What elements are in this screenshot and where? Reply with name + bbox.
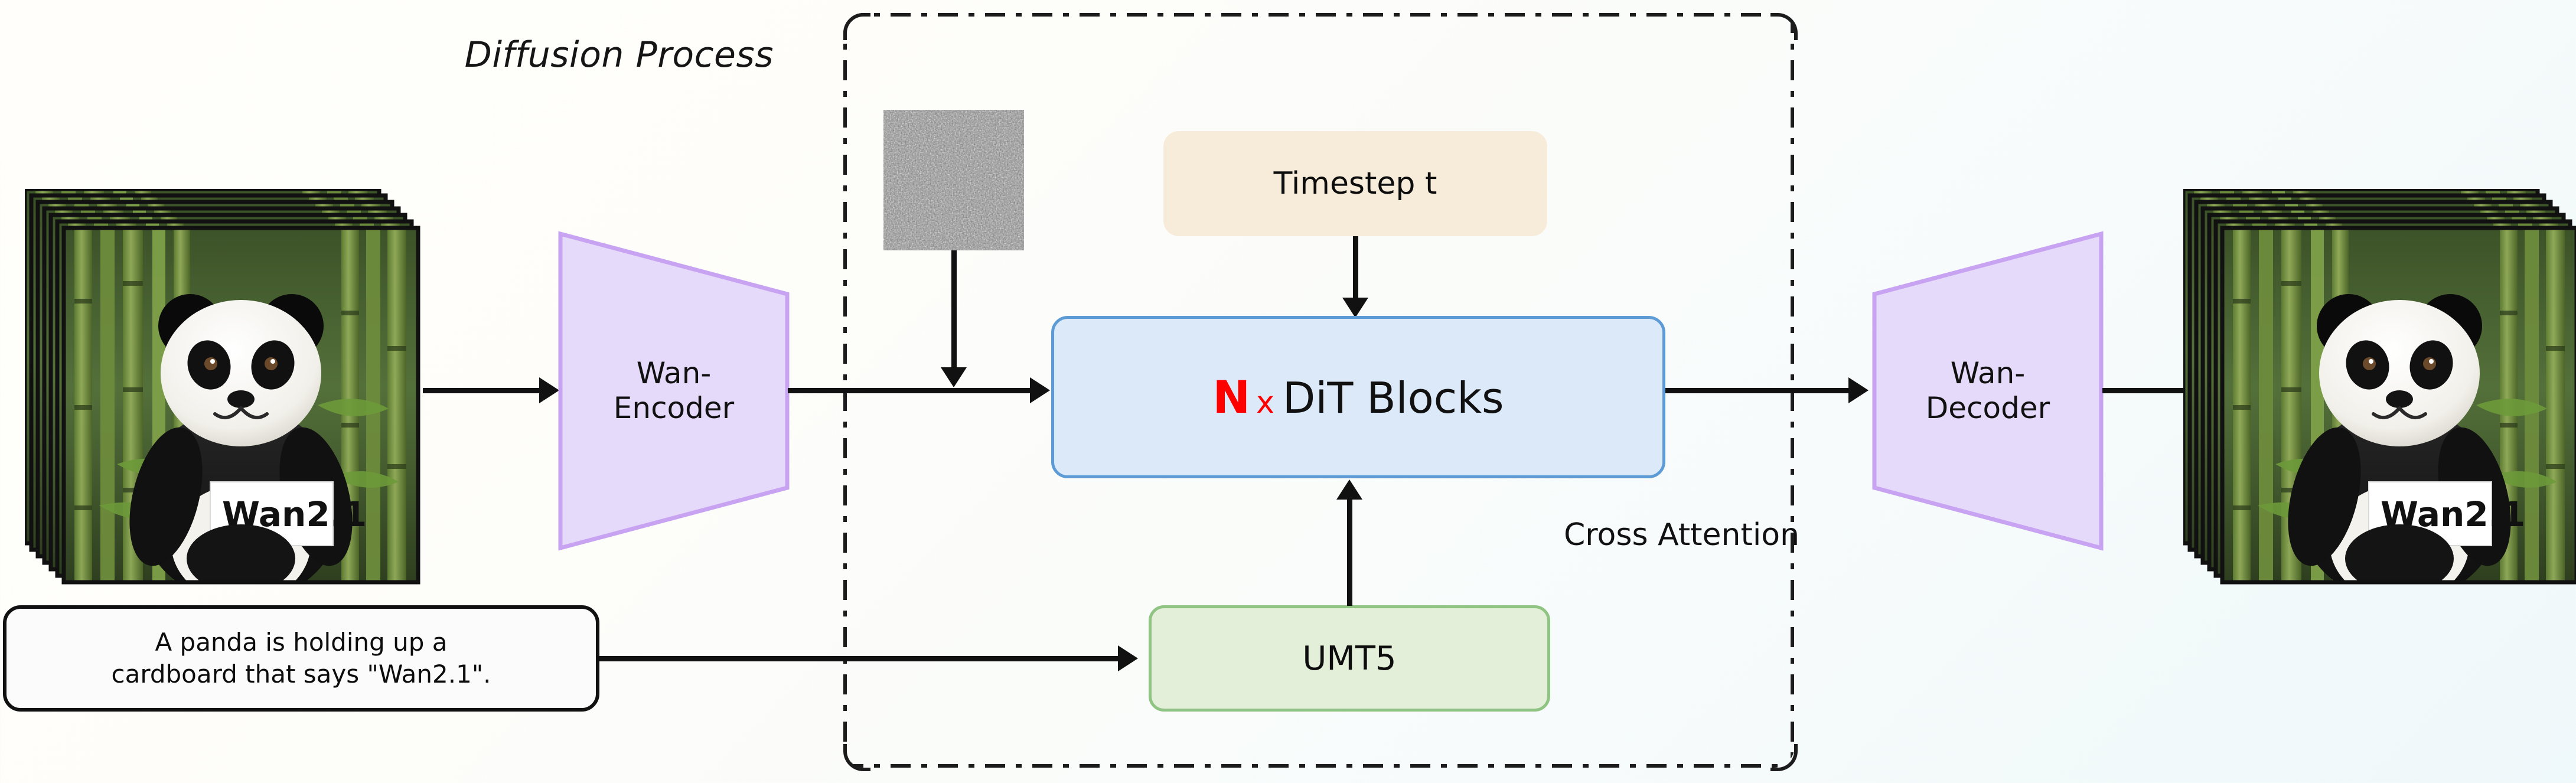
edge-umt5-to-dit-arrowhead	[1336, 479, 1362, 500]
edge-prompt-to-umt5-arrowhead	[1118, 645, 1138, 671]
umt5-label: UMT5	[1302, 639, 1397, 678]
diffusion-corner-top-left	[843, 13, 870, 40]
wan-encoder-node[interactable]: Wan- Encoder	[558, 231, 790, 551]
output-video-frames-stack	[2181, 187, 2576, 585]
edge-noise-to-dit-arrowhead	[941, 367, 967, 387]
timestep-label: Timestep t	[1273, 166, 1437, 201]
edge-prompt-to-umt5	[599, 656, 1119, 661]
wan-decoder-node[interactable]: Wan- Decoder	[1872, 231, 2104, 551]
prompt-textbox[interactable]: A panda is holding up a cardboard that s…	[3, 605, 599, 712]
edge-encoder-to-dit	[788, 388, 1031, 393]
dit-blocks-count: N	[1212, 370, 1251, 423]
edge-input-to-encoder	[423, 388, 541, 393]
wan-encoder-shape	[558, 231, 790, 551]
edge-dit-to-decoder-arrowhead	[1848, 377, 1869, 403]
dit-blocks-node[interactable]: N x DiT Blocks	[1051, 316, 1665, 478]
cross-attention-label: Cross Attention	[1564, 517, 1800, 553]
edge-umt5-to-dit	[1347, 500, 1352, 606]
prompt-text: A panda is holding up a cardboard that s…	[112, 627, 491, 690]
diffusion-corner-bottom-right	[1770, 744, 1798, 771]
input-frames-svg: Wan2.1	[22, 187, 420, 585]
edge-timestep-to-dit-arrowhead	[1342, 298, 1368, 318]
dit-blocks-text: N x DiT Blocks	[1212, 370, 1504, 423]
prompt-line-1: A panda is holding up a	[155, 628, 448, 657]
dit-blocks-label: DiT Blocks	[1282, 373, 1504, 423]
edge-noise-to-dit	[951, 250, 957, 368]
diffusion-corner-bottom-left	[843, 744, 870, 771]
edge-encoder-to-dit-arrowhead	[1030, 377, 1050, 403]
timestep-node[interactable]: Timestep t	[1163, 131, 1547, 236]
edge-input-to-encoder-arrowhead	[539, 377, 559, 403]
noise-texture	[883, 110, 1024, 250]
edge-timestep-to-dit	[1353, 236, 1358, 301]
edge-dit-to-decoder	[1665, 388, 1850, 393]
diffusion-process-label: Diffusion Process	[464, 34, 774, 76]
output-frames-svg	[2181, 187, 2576, 585]
prompt-line-2: cardboard that says "Wan2.1".	[111, 660, 491, 689]
noise-latent-patch	[883, 110, 1024, 250]
input-video-frames-stack: Wan2.1	[22, 187, 420, 585]
umt5-node[interactable]: UMT5	[1149, 605, 1550, 712]
diffusion-corner-top-right	[1770, 13, 1798, 40]
wan-decoder-shape	[1872, 231, 2104, 551]
edge-decoder-to-output	[2102, 388, 2191, 393]
dit-blocks-multiplier: x	[1256, 384, 1274, 420]
